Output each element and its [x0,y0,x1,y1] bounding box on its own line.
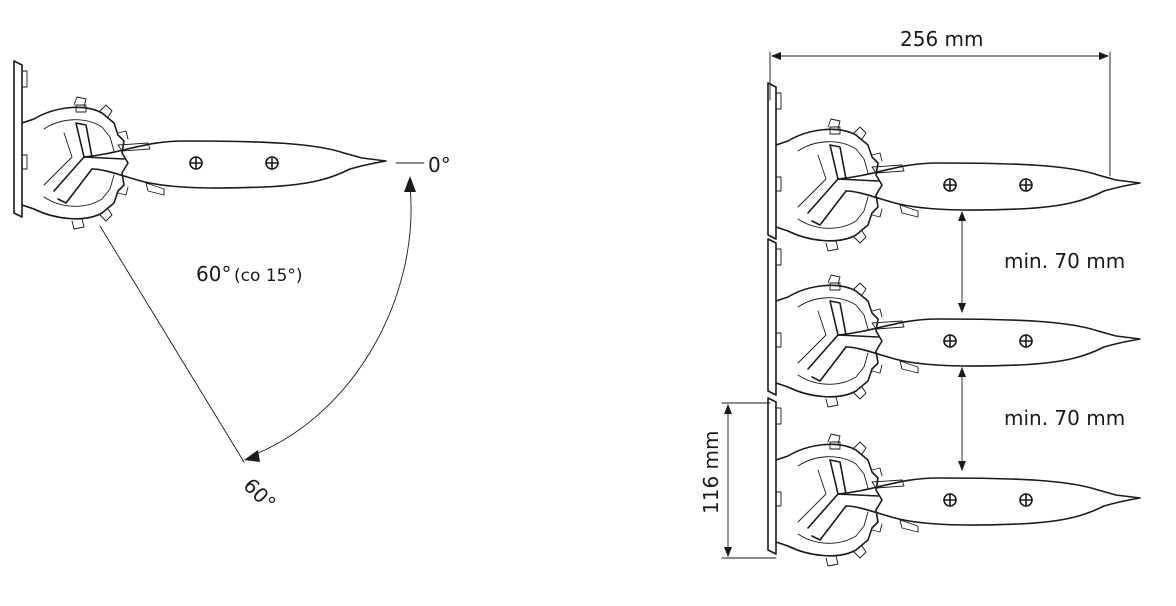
angle-zero-label: 0° [428,153,451,177]
bracket-rotating [13,60,387,230]
arc-angle-sublabel: (co 15°) [234,266,303,286]
height-label: 116 mm [699,431,723,515]
height-arrow-bottom [724,547,732,557]
arc-angle-label: 60° [196,262,231,286]
right-spacing-diagram: 256 mm min. 70 mm min. 70 mm 116 mm [699,27,1141,567]
gap-2-arrow-top [958,367,966,377]
left-rotation-diagram: 0° 60° (co 15°) 60° [13,60,451,515]
gap-1-arrow-bottom [958,303,966,313]
gap-1-arrow-top [958,211,966,221]
gap-2-arrow-bottom [958,461,966,471]
bracket-top [767,82,1141,252]
angle-sixty-label: 60° [239,473,281,515]
gap-label-2: min. 70 mm [1004,406,1125,430]
arc-arrowhead-bottom [244,450,260,462]
width-arrow-left [771,52,781,60]
width-label: 256 mm [900,27,984,51]
sixty-degree-ray [99,225,245,463]
gap-label-1: min. 70 mm [1004,249,1125,273]
arc-arrowhead-top [404,176,416,192]
width-arrow-right [1099,52,1109,60]
height-arrow-top [724,404,732,414]
angle-arc [255,185,412,455]
